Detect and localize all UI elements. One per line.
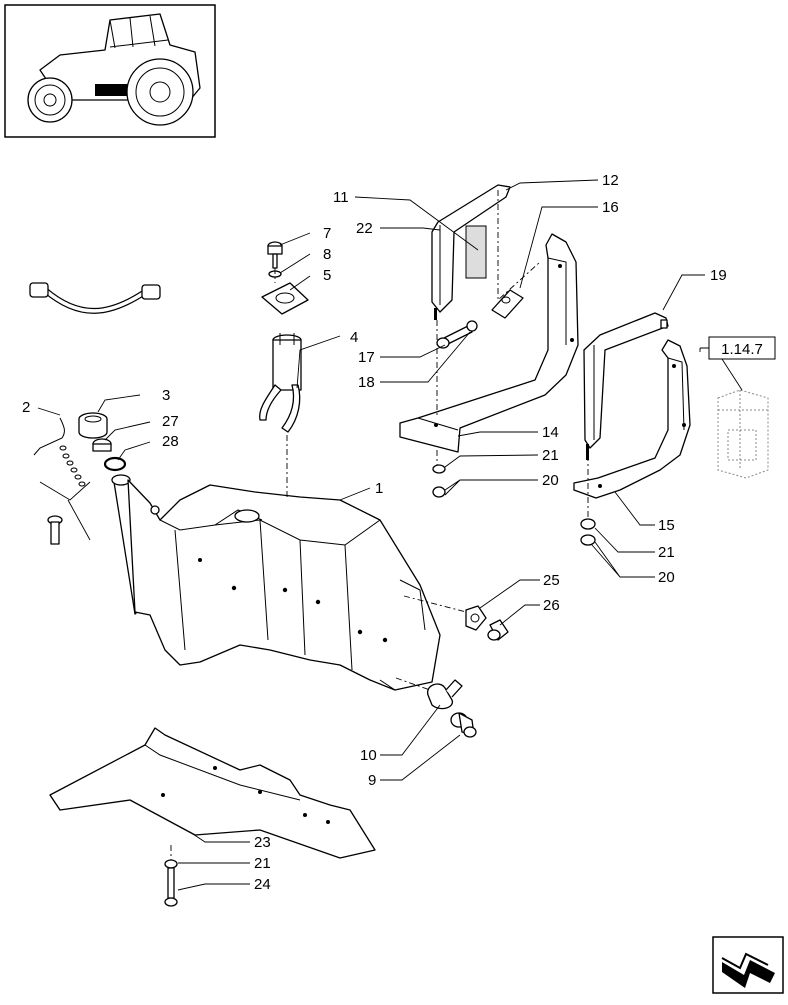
callout-labels: 1 2 3 4 5 7 8 9 10 11 12 14 15 16 17 18 … [22, 172, 727, 893]
callout-20-mid: 20 [542, 472, 559, 489]
callout-25: 25 [543, 572, 560, 589]
bracket-19 [583, 312, 669, 449]
callout-21-mid: 21 [542, 447, 559, 464]
fitting-25 [465, 605, 487, 631]
callout-11: 11 [333, 189, 349, 206]
callout-2: 2 [22, 399, 30, 416]
callout-28: 28 [162, 433, 179, 450]
bracket-22 [431, 184, 511, 313]
bolt-7 [267, 241, 283, 269]
fuel-tank-1 [111, 474, 441, 691]
callout-12: 12 [602, 172, 619, 189]
drain-plug-9 [450, 712, 477, 738]
callout-15: 15 [658, 517, 675, 534]
callout-22: 22 [356, 220, 373, 237]
support-14 [399, 233, 579, 453]
callout-21-right: 21 [658, 544, 675, 561]
hose-assembly [29, 282, 161, 314]
callout-17: 17 [358, 349, 375, 366]
callout-14: 14 [542, 424, 559, 441]
nut-20-right [580, 534, 596, 546]
assembly-lines [170, 190, 589, 860]
nut-20-mid [432, 486, 446, 498]
chain-2 [33, 417, 86, 487]
fuel-sender-4 [259, 333, 302, 433]
leader-lines [37, 179, 705, 891]
callout-20-right: 20 [658, 569, 675, 586]
filler-cap-3 [78, 412, 108, 439]
callout-23: 23 [254, 834, 271, 851]
washer-21-right [580, 518, 596, 530]
tractor-thumbnail-icon [4, 4, 216, 138]
reference-ghost-part [717, 389, 769, 479]
small-bolt [47, 515, 63, 545]
next-page-arrow-icon[interactable] [712, 936, 784, 994]
washer-21-bottom [164, 859, 178, 869]
callout-9: 9 [368, 772, 376, 789]
callout-3: 3 [162, 387, 170, 404]
seal-27 [92, 438, 112, 452]
washer-21-mid [432, 464, 446, 474]
callout-10: 10 [360, 747, 377, 764]
gasket-5 [261, 282, 309, 315]
callout-5: 5 [323, 267, 331, 284]
ring-28 [103, 456, 127, 472]
callout-8: 8 [323, 246, 331, 263]
support-15 [573, 339, 691, 499]
clamp-16 [491, 289, 524, 319]
drain-tap-10 [427, 679, 463, 710]
callout-18: 18 [358, 374, 375, 391]
callout-19: 19 [710, 267, 727, 284]
callout-1: 1 [375, 480, 383, 497]
bolt-17 [436, 325, 473, 349]
callout-26: 26 [543, 597, 560, 614]
callout-4: 4 [350, 329, 358, 346]
reference-label: 1.14.7 [721, 341, 763, 358]
callout-24: 24 [254, 876, 271, 893]
fitting-26 [487, 619, 509, 641]
reference-box[interactable]: 1.14.7 [708, 336, 776, 360]
washer-18 [466, 320, 478, 332]
bolt-24 [164, 867, 178, 907]
callout-27: 27 [162, 413, 179, 430]
callout-7: 7 [323, 225, 331, 242]
heat-shield-23 [49, 727, 376, 859]
callout-16: 16 [602, 199, 619, 216]
callout-21-bottom: 21 [254, 855, 271, 872]
